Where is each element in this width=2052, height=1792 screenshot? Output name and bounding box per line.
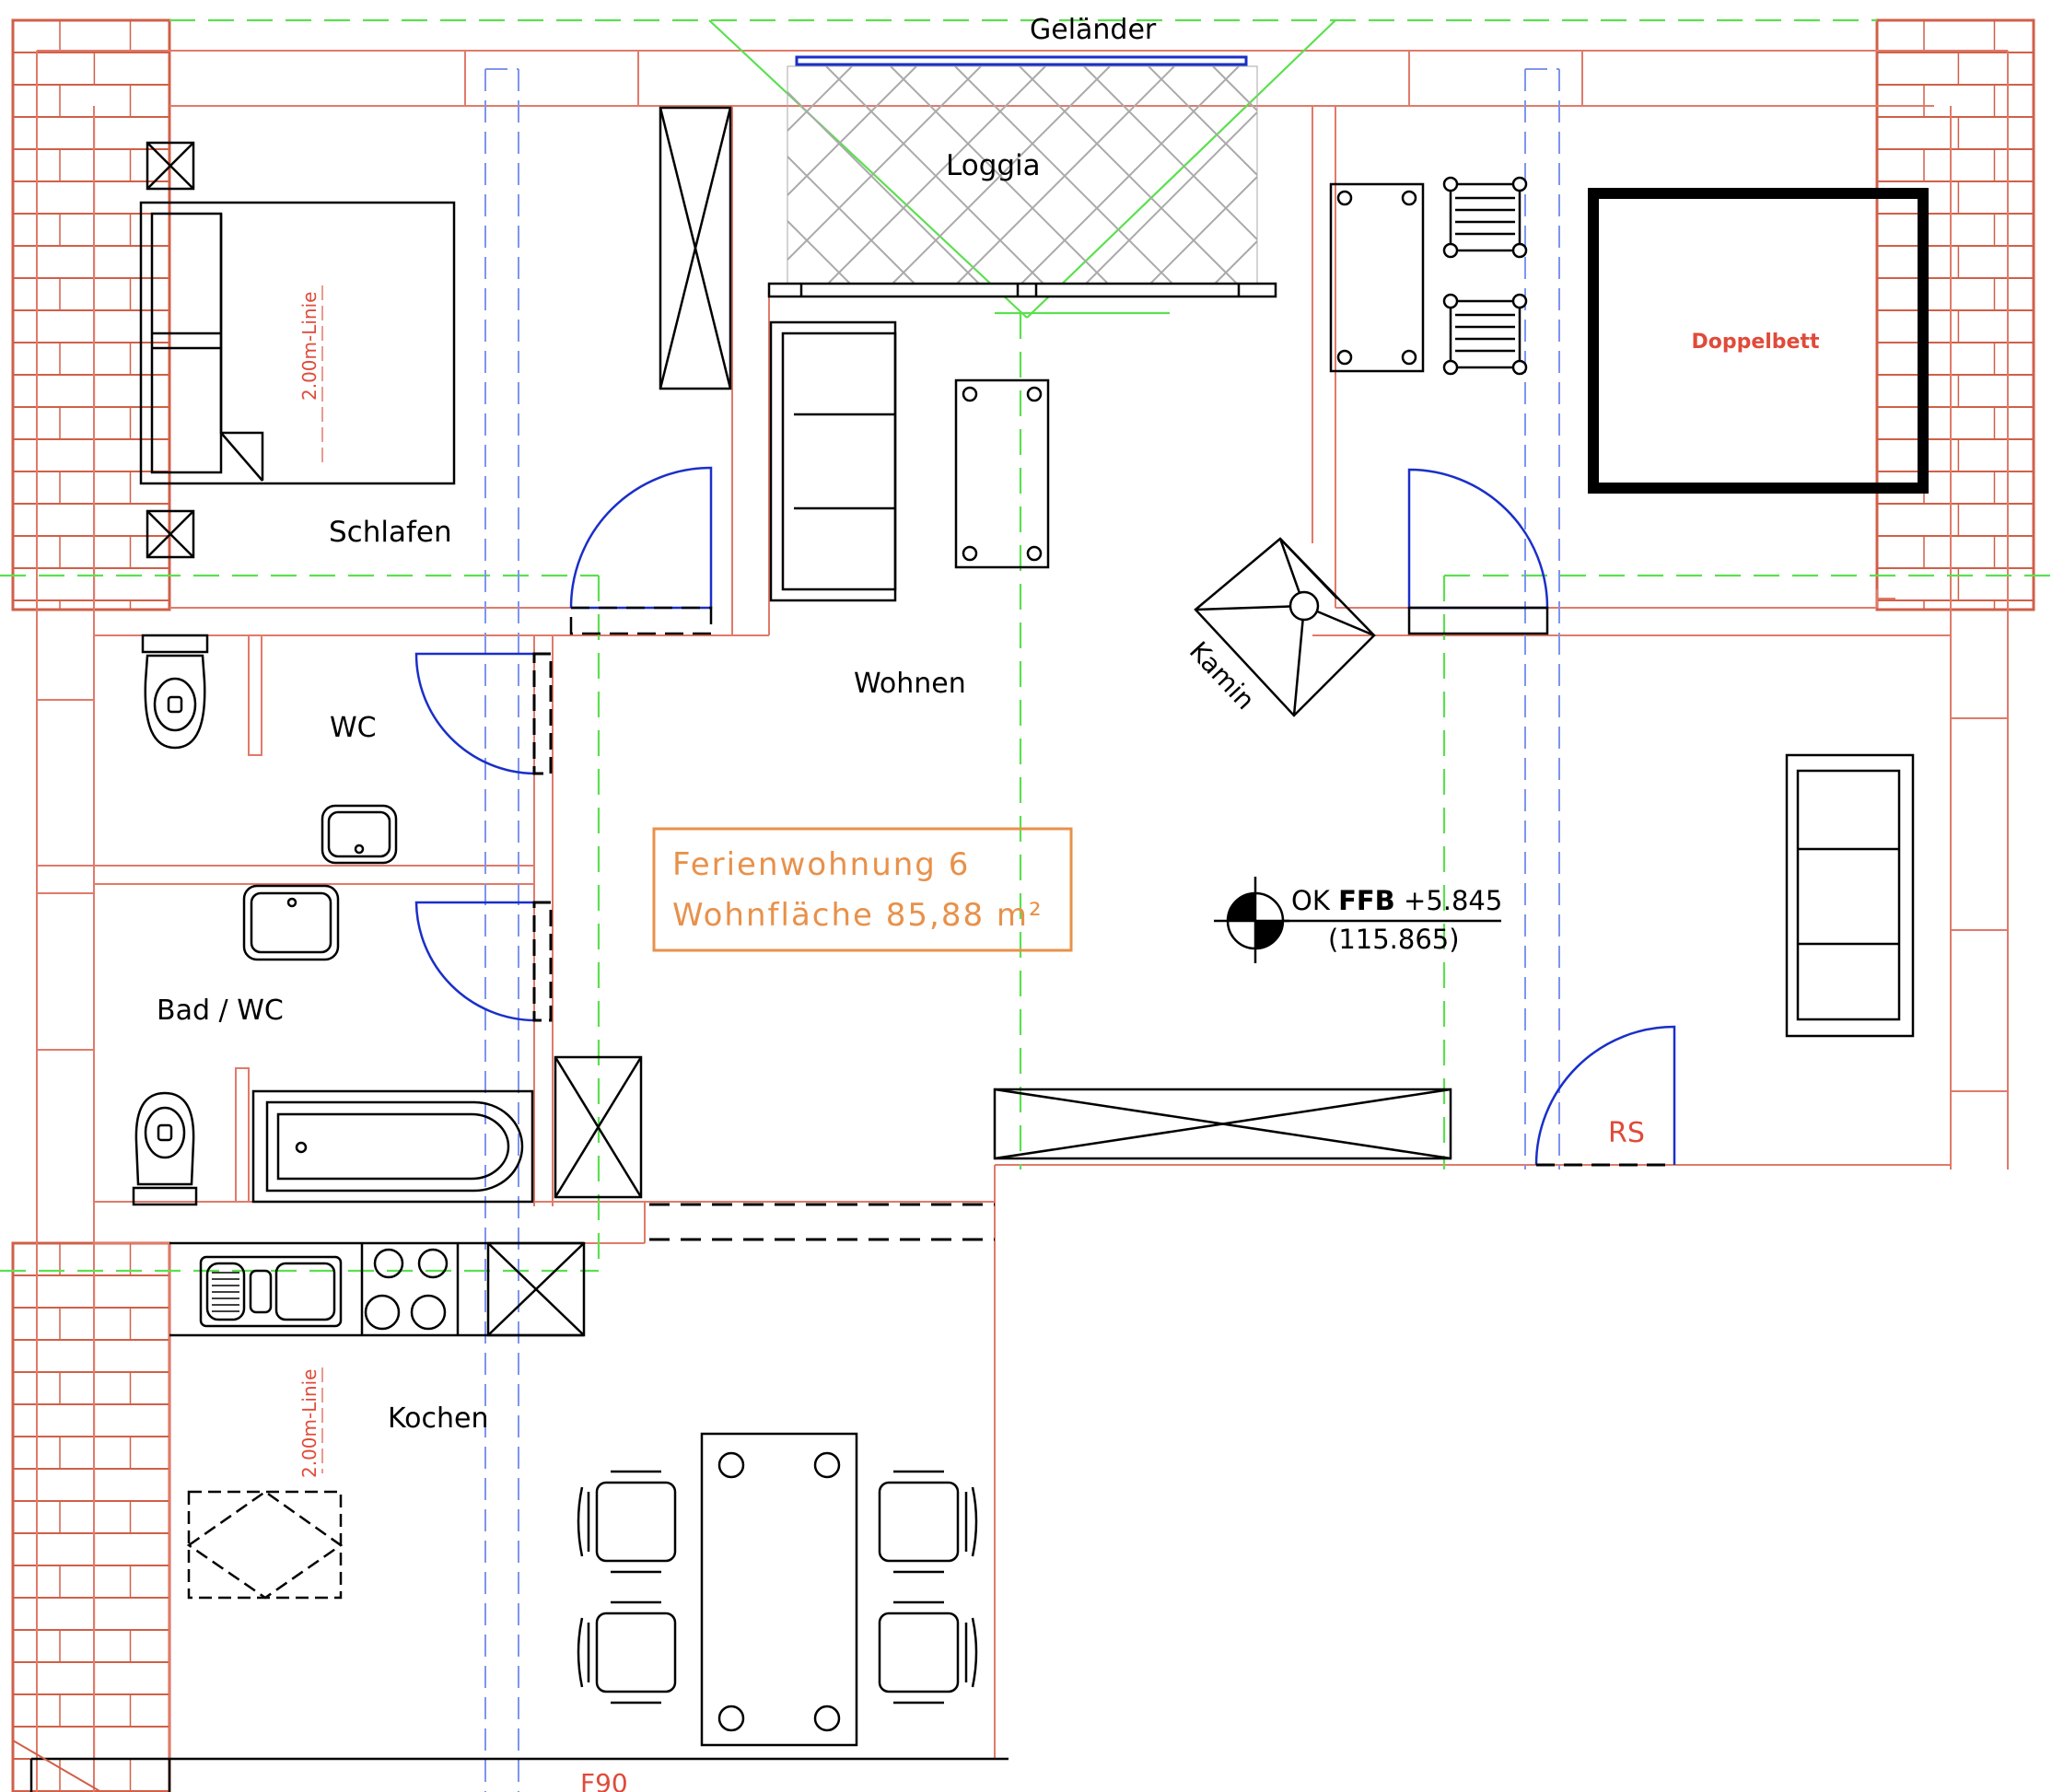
svg-text:OK FFB +5.845: OK FFB +5.845 — [1291, 885, 1502, 916]
dining-chair — [577, 1470, 677, 1574]
linie-label-bottom: 2.00m-Linie — [298, 1367, 323, 1478]
kitchen-sink — [199, 1255, 343, 1328]
loggia — [767, 55, 1277, 298]
dashed-threshold — [649, 1203, 995, 1241]
toilet-bad — [132, 1091, 198, 1206]
chair-top — [1442, 176, 1528, 259]
double-bed-right: Doppelbett — [1588, 188, 1929, 494]
loggia-label: Loggia — [946, 149, 1041, 182]
railing-bar — [795, 55, 1248, 66]
stove — [364, 1248, 449, 1331]
room-labels: Geländer Loggia Schlafen Wohnen WC Bad /… — [157, 14, 1645, 1435]
sofa-wohnen — [769, 320, 897, 602]
kamin-label: Kamin — [1183, 635, 1261, 716]
chair-bottom — [1442, 293, 1528, 376]
wardrobe-schlafen — [659, 106, 732, 390]
doppelbett-label: Doppelbett — [1691, 331, 1820, 354]
svg-text:2.00m-Linie: 2.00m-Linie — [298, 292, 321, 401]
svg-text:2.00m-Linie: 2.00m-Linie — [298, 1369, 321, 1478]
svg-text:(115.865): (115.865) — [1328, 924, 1460, 955]
info-line-2: Wohnfläche 85,88 m² — [672, 897, 1043, 934]
desk — [1329, 182, 1425, 373]
shaft-cabinet — [554, 1055, 643, 1199]
dining-chairs — [577, 1470, 978, 1705]
green-guides — [0, 18, 2052, 1273]
dining-chair — [577, 1600, 677, 1705]
sink-bad — [242, 884, 340, 961]
toilet-wc — [141, 634, 209, 750]
gelaender-label: Geländer — [1030, 14, 1157, 46]
dining-chair — [878, 1600, 978, 1705]
nightstand-bottom — [146, 509, 195, 559]
walls — [36, 50, 2009, 1792]
fridge — [486, 1241, 586, 1337]
doors — [414, 466, 1676, 1167]
fireplace: Kamin — [1183, 537, 1376, 717]
sofa-right — [1785, 753, 1915, 1038]
bottom-wall: F90 — [12, 1740, 1009, 1792]
schlafen-label: Schlafen — [329, 516, 452, 549]
wohnen-label: Wohnen — [854, 668, 966, 700]
skylight — [186, 1490, 344, 1600]
double-bed-left — [139, 201, 456, 485]
f90-label: F90 — [580, 1768, 628, 1792]
nightstand-top — [146, 141, 195, 191]
sink-wc — [321, 804, 398, 865]
bathtub — [251, 1089, 534, 1204]
linie-label-top: 2.00m-Linie — [298, 285, 323, 465]
roof-hatch-right-top — [1875, 18, 2035, 611]
bad-wc-label: Bad / WC — [157, 995, 284, 1027]
info-line-1: Ferienwohnung 6 — [672, 846, 970, 883]
rs-label: RS — [1608, 1117, 1645, 1149]
blue-guides — [484, 68, 1560, 1792]
dining-chair — [878, 1470, 978, 1574]
level-marker: OK FFB +5.845 (115.865) — [1214, 877, 1502, 963]
wc-label: WC — [330, 712, 377, 744]
sideboard — [993, 1088, 1452, 1160]
dining-table — [700, 1432, 858, 1747]
coffee-table — [954, 378, 1050, 569]
kochen-label: Kochen — [388, 1402, 489, 1435]
roof-hatch-left-top — [11, 18, 171, 611]
info-box: Ferienwohnung 6 Wohnfläche 85,88 m² — [652, 827, 1073, 952]
